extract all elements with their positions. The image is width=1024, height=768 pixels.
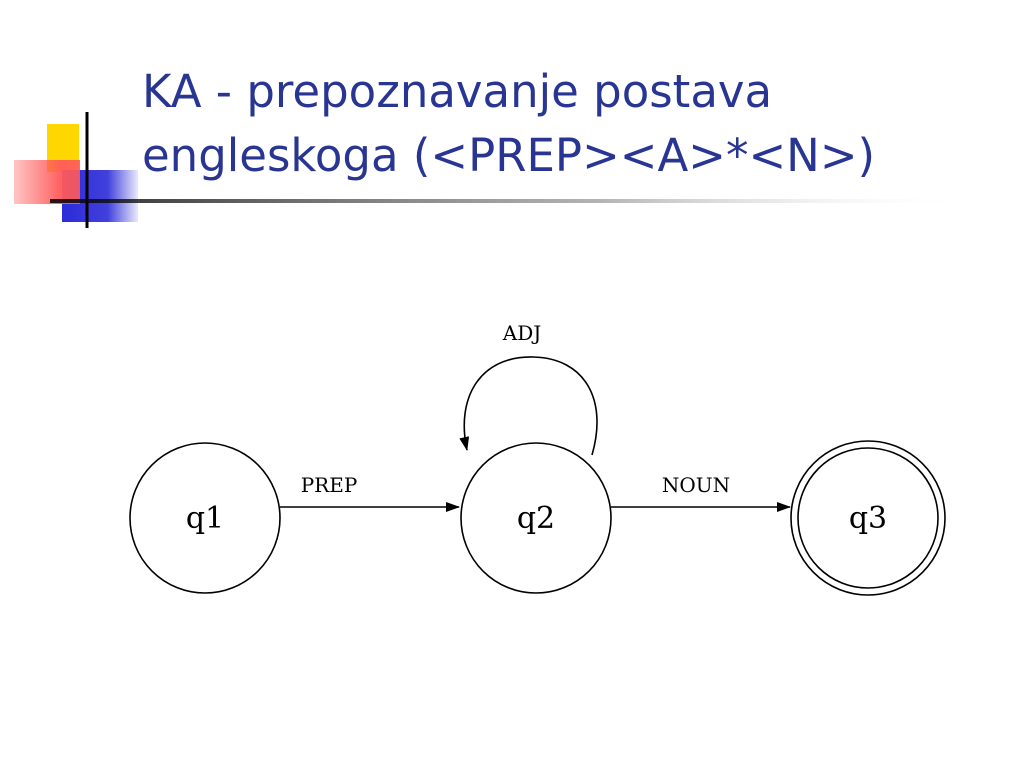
title-decoration [14, 112, 970, 228]
state-q1-label: q1 [186, 501, 224, 536]
state-q3: q3 [790, 440, 946, 596]
transition-noun: NOUN [611, 473, 791, 512]
state-q2-label: q2 [517, 501, 555, 536]
transition-noun-label: NOUN [662, 473, 730, 497]
transition-adj-label: ADJ [502, 321, 542, 345]
state-q1-circle [129, 442, 281, 594]
title-line-2: engleskoga (<PREP><A>*<N>) [142, 129, 876, 182]
state-q3-outer-circle [790, 440, 946, 596]
state-q2: q2 [460, 442, 612, 594]
state-q3-label: q3 [849, 501, 887, 536]
state-q3-inner-circle [797, 447, 939, 589]
transition-adj-loop: ADJ [459, 321, 598, 456]
slide-title: KA - prepoznavanje postava engleskoga (<… [142, 60, 875, 188]
state-q1: q1 [129, 442, 281, 594]
transition-prep-label: PREP [301, 473, 358, 497]
deco-red-square [14, 160, 80, 204]
transition-adj-arrow [459, 356, 598, 456]
state-q2-circle [460, 442, 612, 594]
title-line-1: KA - prepoznavanje postava [142, 65, 773, 118]
title-underline [50, 199, 970, 203]
transition-prep: PREP [280, 473, 460, 512]
